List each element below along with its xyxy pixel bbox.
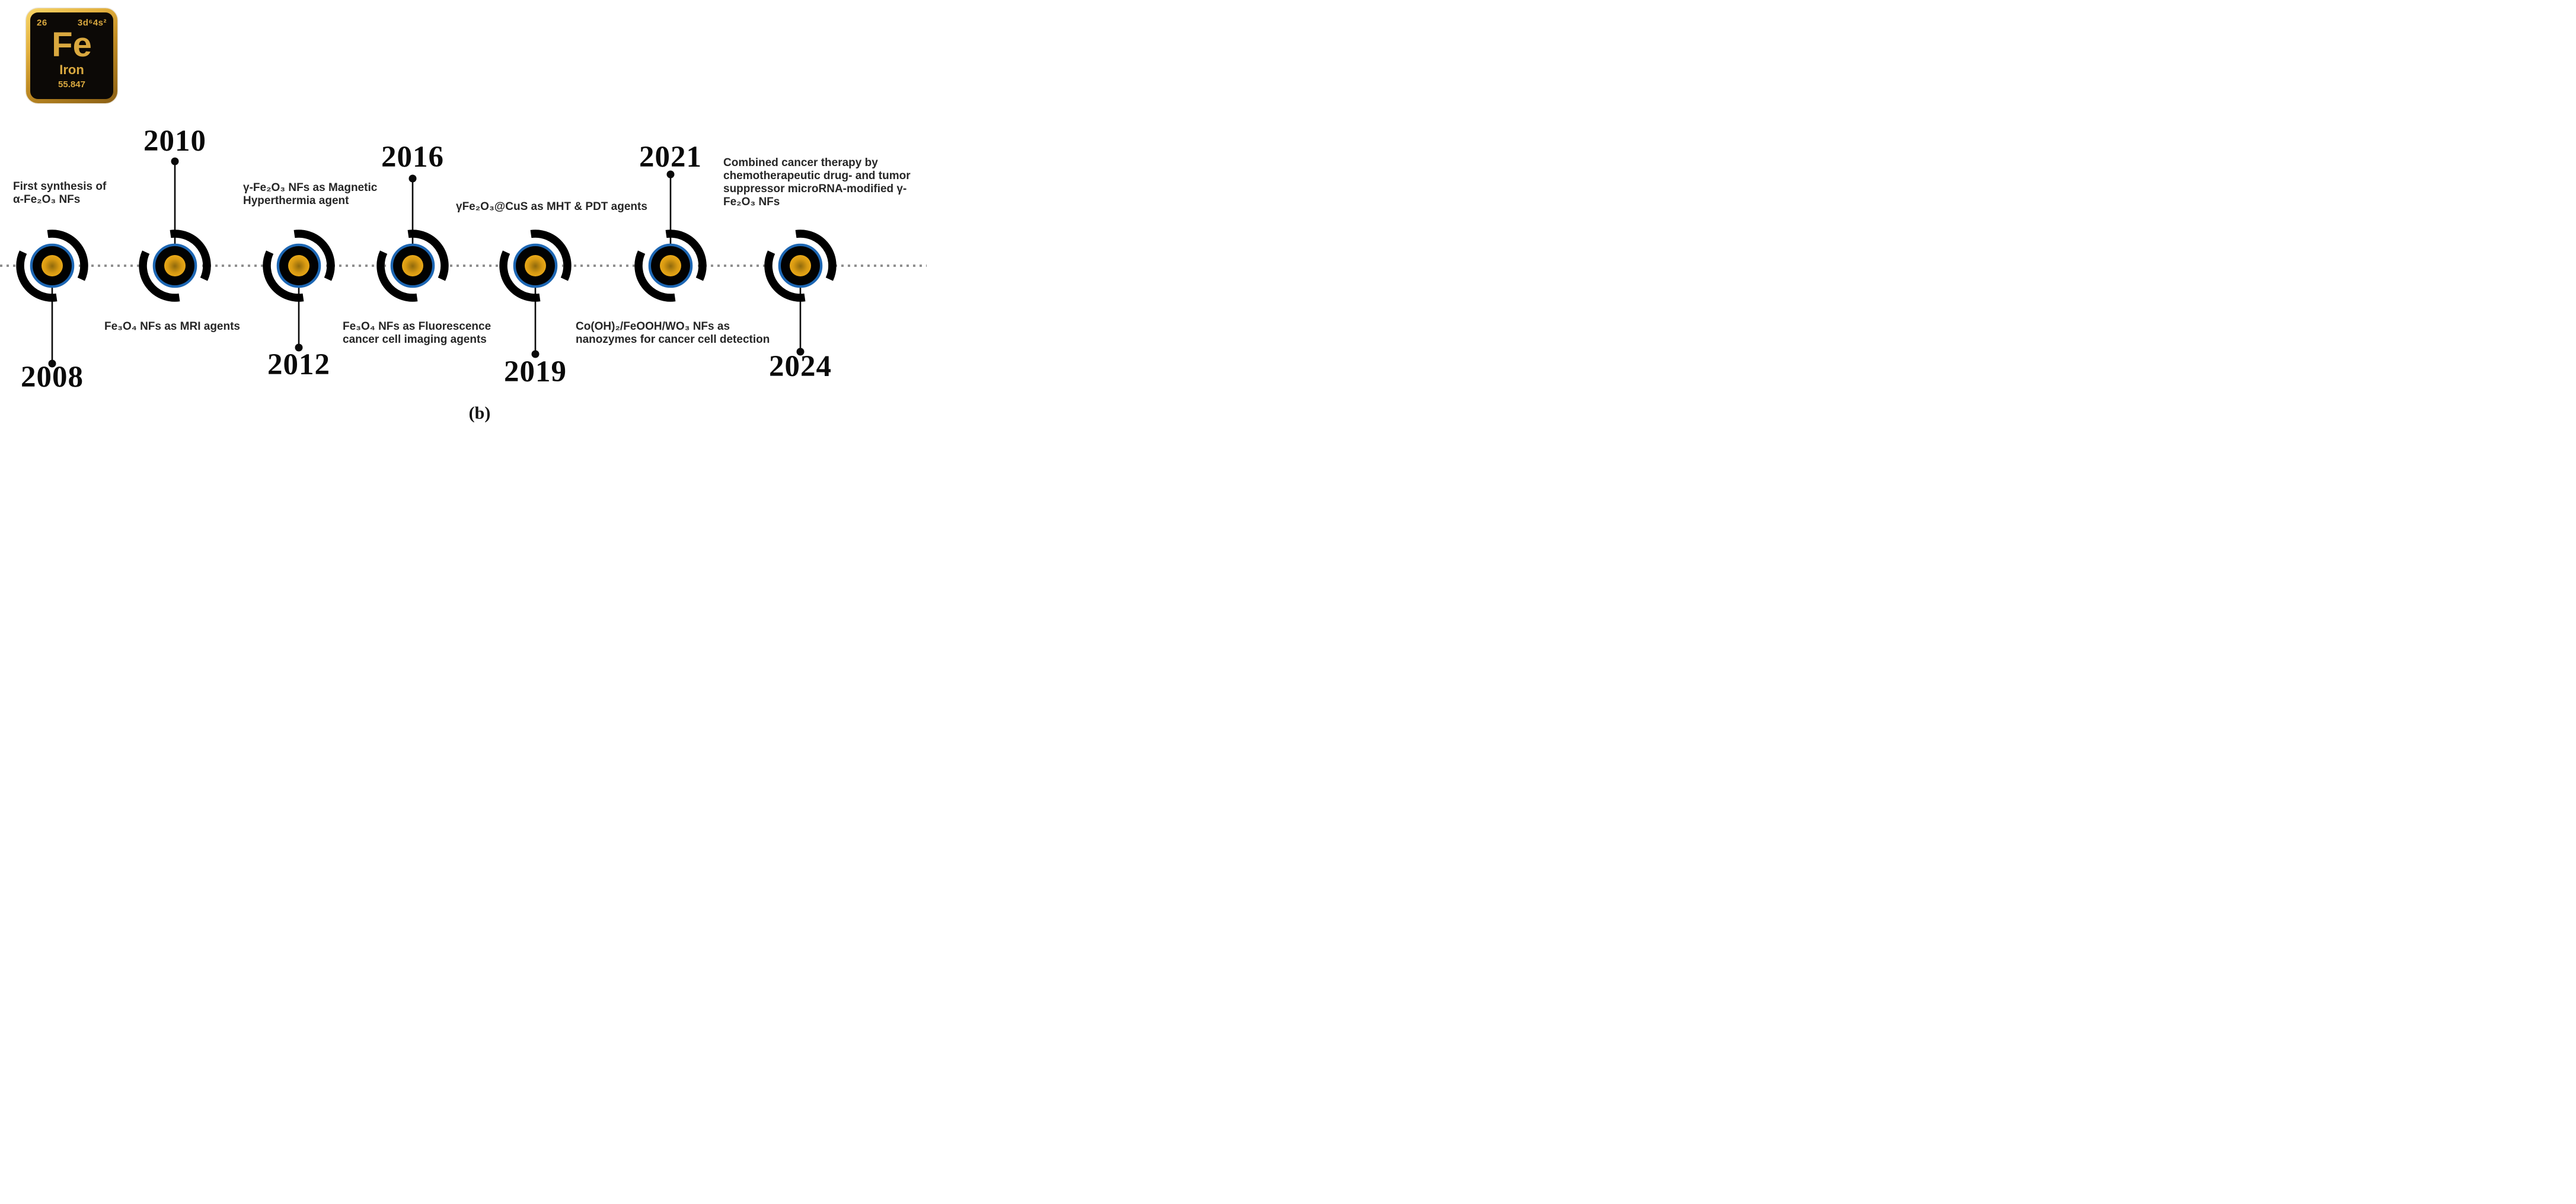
node-arc-lower xyxy=(634,250,676,302)
node-arc-upper xyxy=(530,230,572,281)
atomic-number: 26 xyxy=(37,18,47,28)
node-core xyxy=(288,255,309,276)
event-label-line: chemotherapeutic drug- and tumor xyxy=(723,170,911,182)
node-arc-lower xyxy=(376,250,418,302)
node-arc-upper xyxy=(47,230,88,281)
event-label-line: Fe₃O₄ NFs as Fluorescence xyxy=(343,320,491,333)
event-label-line: α-Fe₂O₃ NFs xyxy=(13,193,81,206)
node-core xyxy=(525,255,546,276)
node-arc-lower xyxy=(263,250,304,302)
event-label-line: Fe₂O₃ NFs xyxy=(723,196,780,208)
event-label-line: Co(OH)₂/FeOOH/WO₃ NFs as xyxy=(576,320,730,333)
node-arc-upper xyxy=(795,230,837,281)
fe-element-tile-inner: 26 3d⁶4s² Fe Iron 55.847 xyxy=(30,12,113,99)
event-label-2019: γFe₂O₃@CuS as MHT & PDT agents xyxy=(456,200,647,214)
event-label-line: Hyperthermia agent xyxy=(243,195,349,207)
node-arc-upper xyxy=(407,230,449,281)
node-arc-lower xyxy=(16,250,58,302)
timeline-node-2021 xyxy=(634,170,707,302)
node-core xyxy=(42,255,63,276)
event-label-2010: Fe₃O₄ NFs as MRI agents xyxy=(104,320,240,333)
event-label-line: γ-Fe₂O₃ NFs as Magnetic xyxy=(243,181,378,194)
year-2008: 2008 xyxy=(21,361,84,394)
year-2016: 2016 xyxy=(381,141,444,174)
node-arc-upper xyxy=(665,230,707,281)
node-core xyxy=(164,255,186,276)
timeline-node-2024 xyxy=(764,230,837,356)
fe-element-tile: 26 3d⁶4s² Fe Iron 55.847 xyxy=(26,8,117,103)
event-label-line: nanozymes for cancer cell detection xyxy=(576,333,770,346)
timeline-node-2016 xyxy=(376,174,449,302)
element-symbol: Fe xyxy=(52,26,92,64)
figure-label: (b) xyxy=(468,403,491,423)
event-label-line: Fe₃O₄ NFs as MRI agents xyxy=(104,320,241,333)
event-label-2012: γ-Fe₂O₃ NFs as Magnetic Hyperthermia age… xyxy=(243,181,377,208)
atomic-mass: 55.847 xyxy=(58,79,85,90)
year-2019: 2019 xyxy=(504,355,567,388)
event-label-2008: First synthesis of α-Fe₂O₃ NFs xyxy=(13,180,106,206)
event-label-line: γFe₂O₃@CuS as MHT & PDT agents xyxy=(456,200,647,213)
event-label-2016: Fe₃O₄ NFs as Fluorescence cancer cell im… xyxy=(343,320,491,346)
year-2024: 2024 xyxy=(769,350,832,383)
timeline-node-2008 xyxy=(16,230,88,368)
electron-configuration: 3d⁶4s² xyxy=(77,18,107,28)
element-name: Iron xyxy=(59,62,84,77)
year-2010: 2010 xyxy=(143,125,206,158)
timeline-node-2012 xyxy=(263,230,335,352)
timeline-node-2019 xyxy=(499,230,572,358)
node-arc-lower xyxy=(499,250,541,302)
node-core xyxy=(402,255,423,276)
node-core xyxy=(660,255,681,276)
timeline-axis xyxy=(0,265,927,267)
node-arc-lower xyxy=(764,250,806,302)
year-2012: 2012 xyxy=(267,348,330,381)
node-arc-lower xyxy=(139,250,180,302)
node-arc-upper xyxy=(293,230,335,281)
event-label-line: suppressor microRNA-modified γ- xyxy=(723,183,907,195)
timeline-figure: 26 3d⁶4s² Fe Iron 55.847 2008 First synt… xyxy=(0,0,927,433)
event-label-2024: Combined cancer therapy by chemotherapeu… xyxy=(723,157,911,209)
event-label-line: First synthesis of xyxy=(13,180,107,193)
year-2021: 2021 xyxy=(639,141,702,174)
node-core xyxy=(790,255,811,276)
event-label-line: Combined cancer therapy by xyxy=(723,157,878,169)
timeline-node-2010 xyxy=(139,157,211,302)
event-label-line: cancer cell imaging agents xyxy=(343,333,487,346)
event-label-2021: Co(OH)₂/FeOOH/WO₃ NFs as nanozymes for c… xyxy=(576,320,770,346)
node-arc-upper xyxy=(170,230,211,281)
